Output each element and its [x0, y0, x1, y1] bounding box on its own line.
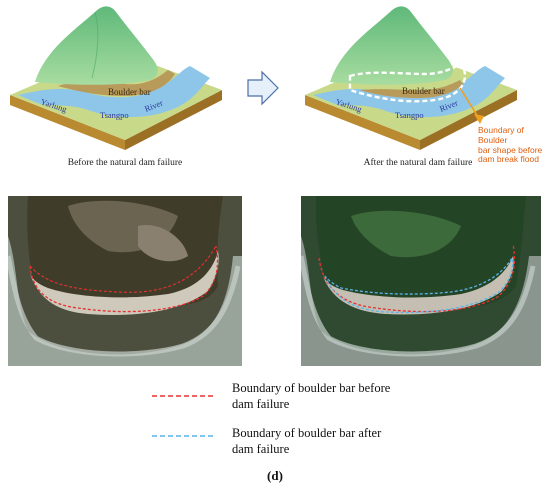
satellite-image-before [8, 196, 242, 366]
tsangpo-label: Tsangpo [100, 110, 129, 120]
boulder-bar-after [360, 80, 463, 98]
boulder-bar-label: Boulder bar [108, 87, 151, 97]
after-block-diagram: Boulder bar Yarlung Tsangpo River [305, 6, 517, 150]
legend-lines [152, 395, 216, 437]
block-side-right [125, 90, 222, 150]
former-boundary-line [348, 62, 467, 103]
river-after [313, 66, 505, 118]
river-before [18, 66, 210, 118]
before-block-diagram: Boulder bar Yarlung Tsangpo River [10, 6, 222, 150]
boundary-before-line [318, 243, 516, 313]
boulder-bar-label: Boulder bar [402, 86, 445, 96]
boundary-before-line [29, 245, 219, 313]
block-diagrams: Boulder bar Yarlung Tsangpo River Boulde… [10, 6, 517, 150]
panel-label: (d) [267, 468, 283, 483]
boundary-after-line [324, 256, 514, 314]
block-side-left [10, 95, 125, 150]
transition-arrow-icon [247, 70, 279, 106]
tsangpo-label: Tsangpo [395, 110, 424, 120]
boulder-bar-before [58, 70, 175, 96]
legend-before-text: Boundary of boulder bar before dam failu… [232, 381, 391, 411]
mountain-after [330, 6, 453, 85]
satellite-image-after [301, 196, 541, 366]
annotation-arrow-head-icon [474, 114, 484, 124]
legend-after-text: Boundary of boulder bar after dam failur… [232, 426, 382, 456]
mountain-before [35, 6, 158, 85]
caption-after: After the natural dam failure [363, 158, 473, 168]
caption-before: Before the natural dam failure [67, 158, 183, 168]
annotation-text: Boundary of Boulder bar shape before dam… [478, 125, 543, 165]
